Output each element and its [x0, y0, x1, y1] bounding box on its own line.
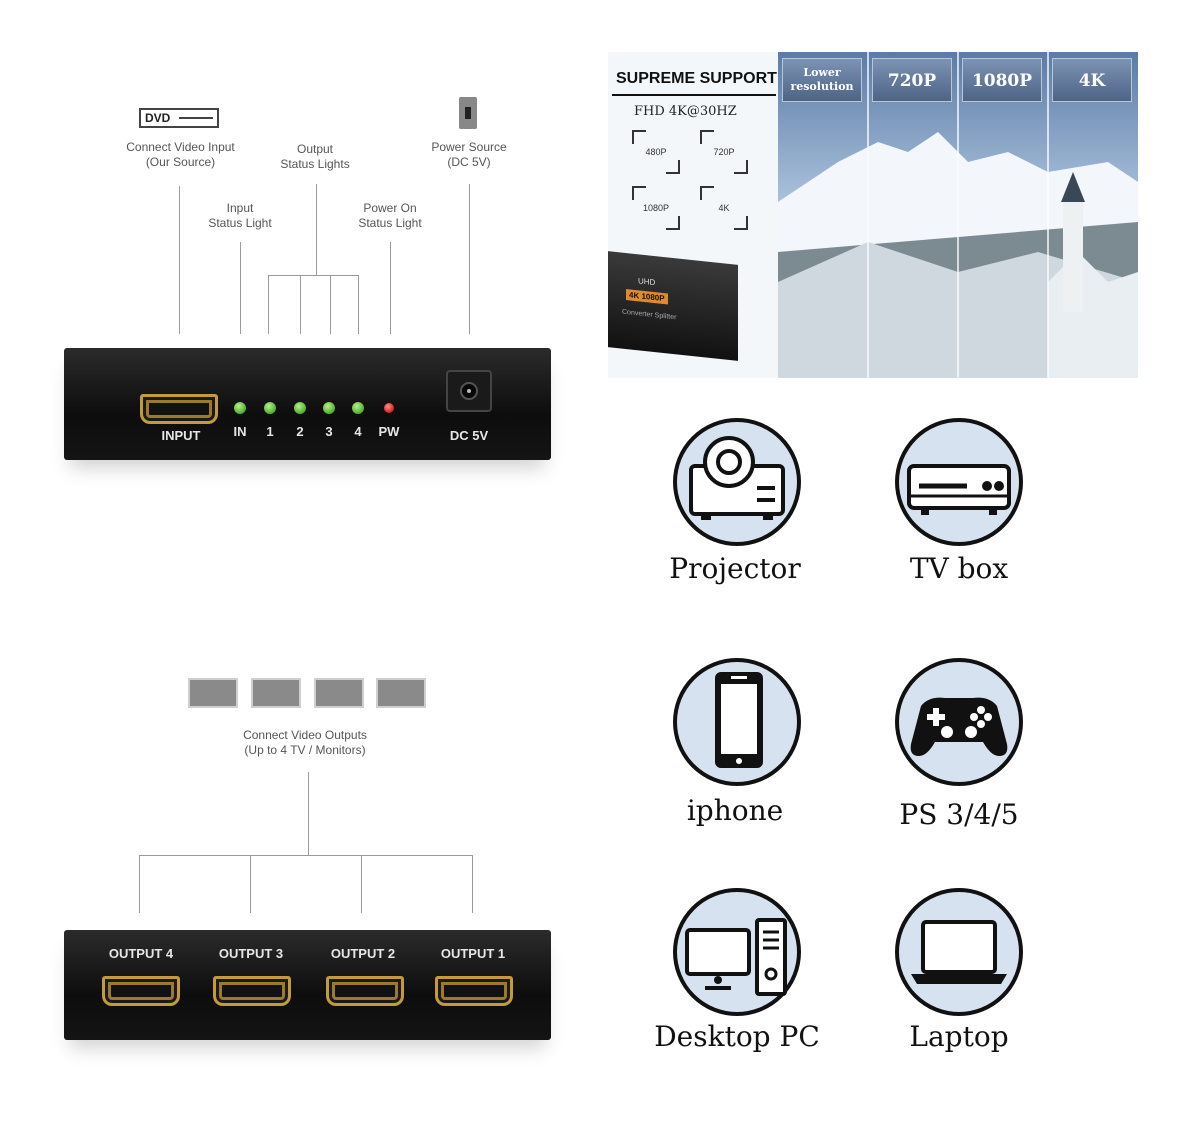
splitter-box-image: UHD 4K 1080P Converter Splitter: [608, 251, 738, 361]
video-outputs-label: Connect Video Outputs (Up to 4 TV / Moni…: [243, 728, 367, 757]
banner-title: SUPREME SUPPORT: [616, 70, 777, 87]
monitor-icon: [188, 678, 238, 708]
box-text-converter: Converter Splitter: [622, 308, 677, 322]
tab-4k: 4K: [1052, 58, 1132, 102]
led-label-pw: PW: [378, 424, 400, 439]
tab-720p: 720P: [872, 58, 952, 102]
monitor-icon: [376, 678, 426, 708]
monitor-icon: [314, 678, 364, 708]
led-4: [352, 402, 364, 414]
led-label-3: 3: [325, 424, 333, 439]
laptop-icon: [895, 888, 1023, 1016]
led-3: [323, 402, 335, 414]
led-2: [294, 402, 306, 414]
splitter-front-panel: INPUT IN 1 2 3 4 PW DC 5V: [64, 348, 551, 460]
laptop-label: Laptop: [909, 1020, 1009, 1053]
box-text-uhd: UHD: [638, 276, 656, 288]
output-3-label: OUTPUT 3: [218, 946, 284, 961]
hdmi-output-1-port[interactable]: [435, 976, 513, 1006]
led-label-4: 4: [354, 424, 362, 439]
tv-box-label: TV box: [909, 552, 1009, 585]
led-label-2: 2: [296, 424, 304, 439]
led-1: [264, 402, 276, 414]
led-label-1: 1: [266, 424, 274, 439]
power-plug-icon: [459, 97, 477, 129]
input-port-label: INPUT: [161, 428, 201, 443]
output-lights-label: Output Status Lights: [280, 142, 350, 171]
tab-lower-resolution: Lower resolution: [782, 58, 862, 102]
format-4k: 4K: [700, 186, 748, 230]
power-source-label: Power Source (DC 5V): [431, 140, 507, 169]
banner-subtitle: FHD 4K@30HZ: [634, 104, 737, 119]
dvd-icon: DVD: [139, 108, 219, 128]
desktop-pc-label: Desktop PC: [654, 1020, 820, 1053]
hdmi-input-port[interactable]: [140, 394, 218, 424]
gamepad-icon: [895, 658, 1023, 786]
led-power: [384, 403, 394, 413]
hdmi-output-2-port[interactable]: [326, 976, 404, 1006]
video-input-label: Connect Video Input (Our Source): [126, 140, 235, 169]
hdmi-output-4-port[interactable]: [102, 976, 180, 1006]
format-480p: 480P: [632, 130, 680, 174]
format-720p: 720P: [700, 130, 748, 174]
dc-power-jack[interactable]: [446, 370, 492, 412]
projector-icon: [673, 418, 801, 546]
power-on-label: Power On Status Light: [358, 201, 422, 230]
monitor-icon: [251, 678, 301, 708]
resolution-banner: SUPREME SUPPORT FHD 4K@30HZ 480P 720P 10…: [608, 52, 1138, 378]
led-in: [234, 402, 246, 414]
tab-1080p: 1080P: [962, 58, 1042, 102]
output-2-label: OUTPUT 2: [330, 946, 396, 961]
input-light-label: Input Status Light: [208, 201, 272, 230]
dvd-label: DVD: [145, 111, 171, 125]
splitter-back-panel: OUTPUT 4 OUTPUT 3 OUTPUT 2 OUTPUT 1: [64, 930, 551, 1040]
led-label-in: IN: [233, 424, 247, 439]
tv-box-icon: [895, 418, 1023, 546]
desktop-pc-icon: [673, 888, 801, 1016]
box-text-4k: 4K 1080P: [626, 289, 668, 305]
dc-label: DC 5V: [449, 428, 489, 443]
output-1-label: OUTPUT 1: [440, 946, 506, 961]
iphone-label: iphone: [686, 794, 784, 827]
hdmi-output-3-port[interactable]: [213, 976, 291, 1006]
output-4-label: OUTPUT 4: [108, 946, 174, 961]
ps-label: PS 3/4/5: [899, 798, 1019, 831]
format-1080p: 1080P: [632, 186, 680, 230]
phone-icon: [673, 658, 801, 786]
projector-label: Projector: [669, 552, 801, 585]
